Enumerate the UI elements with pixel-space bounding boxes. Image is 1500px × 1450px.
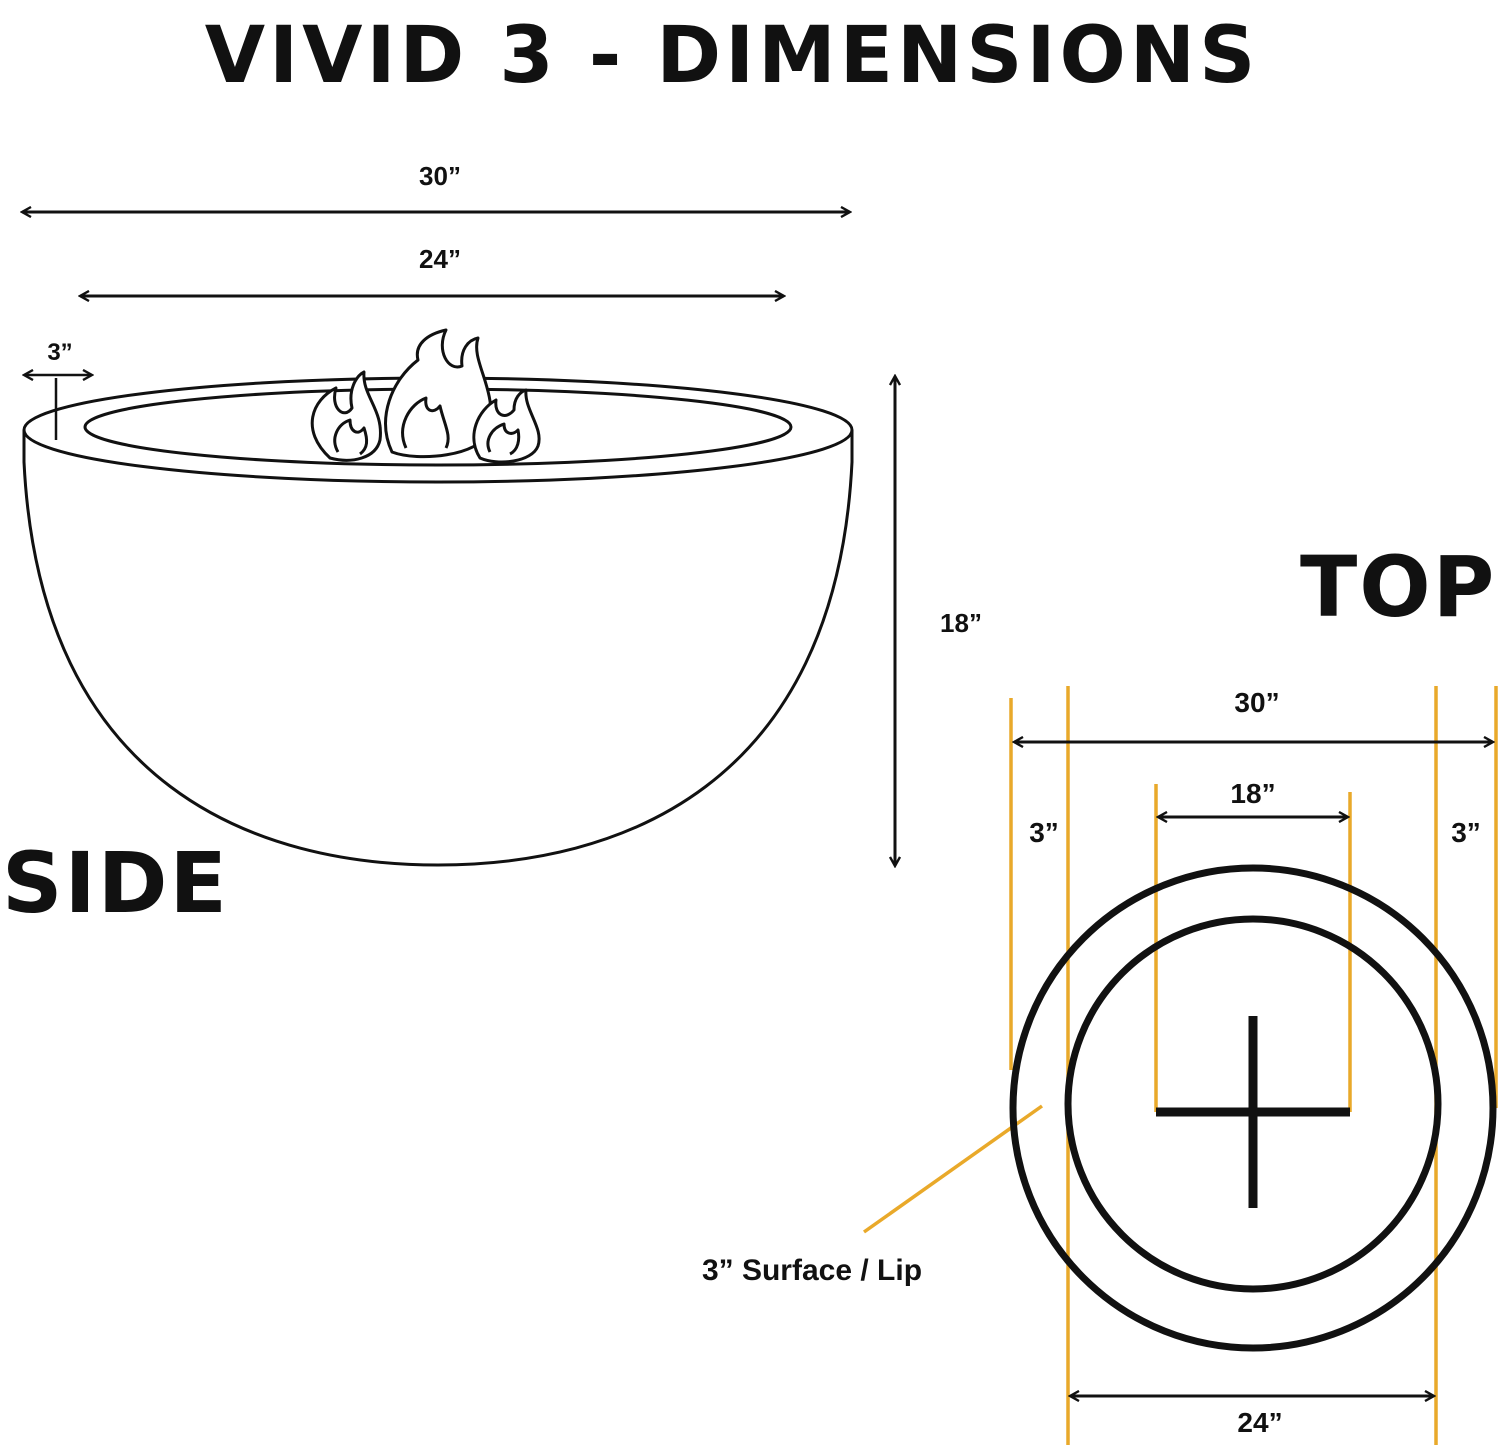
side-height-label: 18”	[940, 608, 982, 638]
surface-lip-callout: 3” Surface / Lip	[702, 1254, 922, 1287]
bowl-top-view	[1009, 864, 1497, 1352]
top-left-lip-label: 3”	[1029, 817, 1059, 848]
guide-lines	[862, 686, 1498, 1445]
side-view-label: SIDE	[2, 834, 229, 932]
flame-icon	[310, 328, 541, 464]
top-right-lip-label: 3”	[1451, 817, 1481, 848]
top-outer-width-label: 30”	[1234, 687, 1279, 718]
page-title: VIVID 3 - DIMENSIONS	[205, 11, 1260, 101]
top-inner-width-label: 24”	[1237, 1407, 1282, 1438]
burner-cross-icon	[1156, 1016, 1350, 1208]
top-view-label: TOP	[1300, 538, 1496, 636]
side-outer-width-label: 30”	[419, 161, 461, 191]
side-inner-width-label: 24”	[419, 244, 461, 274]
top-burner-width-label: 18”	[1230, 778, 1275, 809]
side-lip-label: 3”	[47, 339, 72, 366]
